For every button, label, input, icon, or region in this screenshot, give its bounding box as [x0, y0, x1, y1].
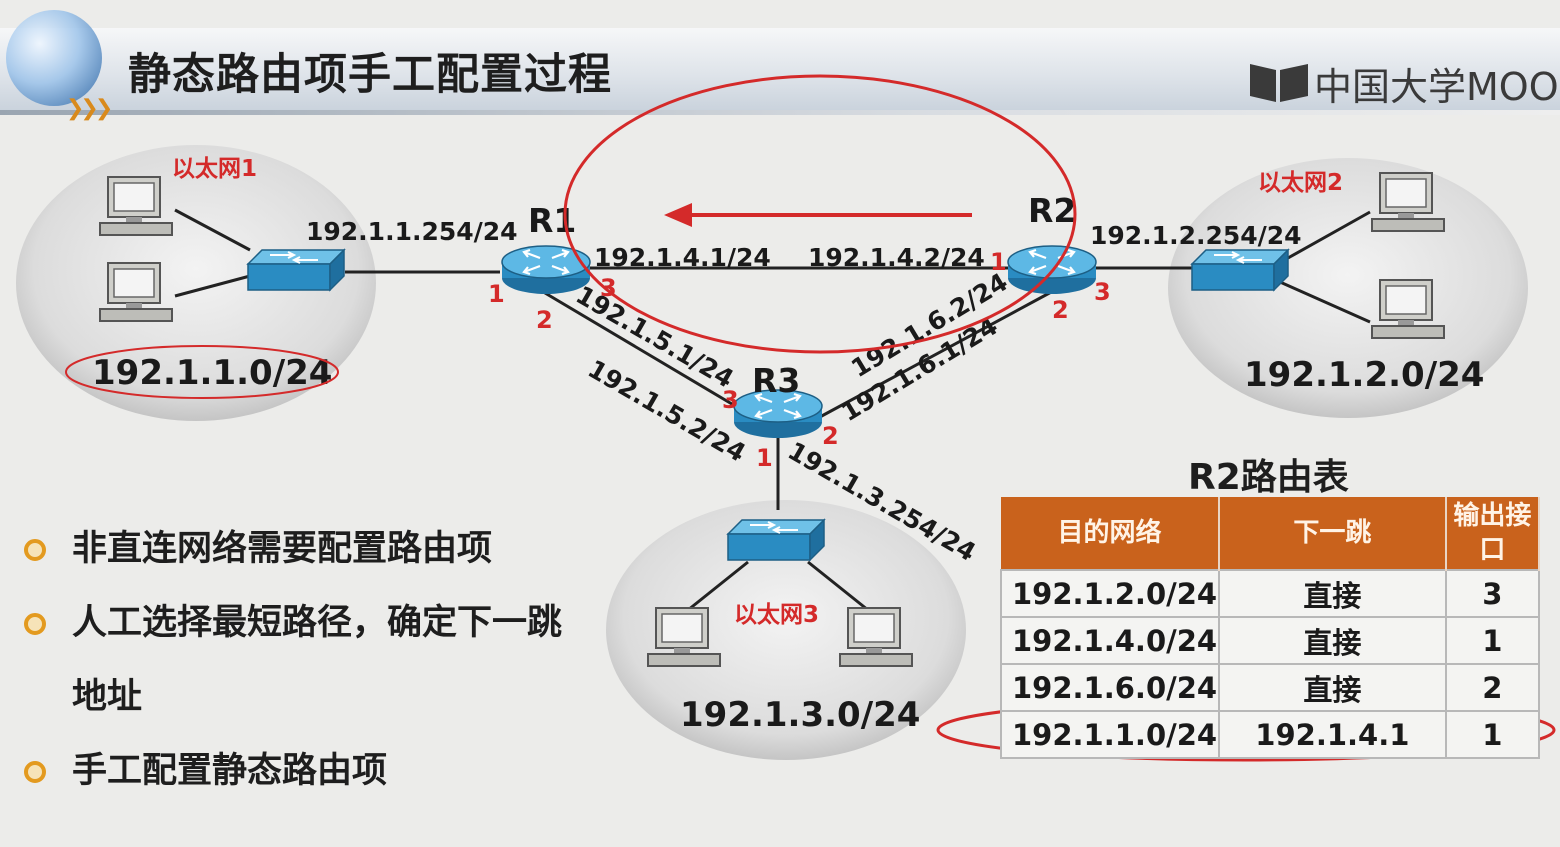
bullet-item: 非直连网络需要配置路由项 [22, 512, 662, 586]
bullet-list: 非直连网络需要配置路由项 人工选择最短路径，确定下一跳 地址 手工配置静态路由项 [22, 512, 662, 808]
network-cloud-3 [606, 500, 966, 760]
table-row: 192.1.6.0/24 直接 2 [999, 663, 1541, 712]
mooc-brand: 中国大学MOOC [1250, 56, 1560, 104]
bullet-item: 手工配置静态路由项 [22, 734, 662, 808]
header-destination: 目的网络 [1001, 497, 1221, 570]
port-r3-down: 1 [756, 444, 773, 472]
bullet-item: 人工选择最短路径，确定下一跳 [22, 586, 662, 660]
ip-r1-net1: 192.1.1.254/24 [306, 217, 518, 246]
routing-table-title: R2路由表 [1188, 457, 1349, 498]
ip-r2-net2: 192.1.2.254/24 [1090, 221, 1302, 250]
header-interface: 输出接口 [1445, 497, 1541, 570]
bullet-text: 人工选择最短路径，确定下一跳 [72, 603, 563, 643]
bullet-dot-icon [24, 761, 46, 783]
cell-next-hop: 直接 [1218, 663, 1447, 712]
cell-destination: 192.1.6.0/24 [999, 663, 1221, 712]
port-r2-left: 1 [990, 248, 1007, 276]
table-row: 192.1.2.0/24 直接 3 [999, 569, 1541, 618]
port-r2-down: 2 [1052, 296, 1069, 324]
net2-label: 以太网2 [1258, 170, 1343, 196]
cell-destination: 192.1.2.0/24 [999, 569, 1221, 618]
slide-title: 静态路由项手工配置过程 [128, 50, 612, 100]
ip-r2-r1: 192.1.4.2/24 [808, 243, 985, 272]
header-divider [0, 110, 1560, 115]
net1-address: 192.1.1.0/24 [92, 353, 332, 393]
cell-destination: 192.1.1.0/24 [999, 710, 1221, 759]
net3-label: 以太网3 [734, 602, 819, 628]
cell-interface: 3 [1444, 569, 1541, 618]
switch-icon [247, 249, 345, 291]
port-r2-right: 3 [1094, 278, 1111, 306]
port-r1-down: 2 [536, 306, 553, 334]
globe-icon [6, 10, 102, 106]
router-r3-label: R3 [752, 361, 800, 400]
switch-icon [1191, 249, 1289, 291]
cell-interface: 2 [1444, 663, 1541, 712]
table-row: 192.1.4.0/24 直接 1 [999, 616, 1541, 665]
path-annotation-arrow [664, 203, 972, 227]
highlight-circle-link [563, 74, 1077, 354]
cell-next-hop: 直接 [1218, 569, 1447, 618]
ip-r1-r2: 192.1.4.1/24 [594, 243, 771, 272]
cell-destination: 192.1.4.0/24 [999, 616, 1221, 665]
cell-interface: 1 [1444, 710, 1541, 759]
chevron-decoration-icon: ❯❯❯ [66, 96, 113, 121]
port-r3-left: 3 [722, 386, 739, 414]
table-header-row: 目的网络 下一跳 输出接口 [1001, 497, 1541, 570]
table-row: 192.1.1.0/24 192.1.4.1 1 [999, 710, 1541, 759]
bullet-dot-icon [24, 539, 46, 561]
network-links [174, 208, 1371, 612]
switch-icon [727, 519, 825, 561]
bullet-item-continuation: 地址 [22, 660, 662, 734]
mooc-logo-icon [1250, 64, 1308, 102]
cell-next-hop: 直接 [1218, 616, 1447, 665]
cell-interface: 1 [1444, 616, 1541, 665]
bullet-text: 地址 [72, 677, 143, 717]
net2-address: 192.1.2.0/24 [1244, 355, 1484, 395]
bullet-dot-icon [24, 613, 46, 635]
header-next-hop: 下一跳 [1219, 497, 1447, 570]
routing-table: 目的网络 下一跳 输出接口 192.1.2.0/24 直接 3 192.1.4.… [999, 497, 1541, 759]
bullet-text: 手工配置静态路由项 [72, 751, 388, 791]
port-r1-left: 1 [488, 280, 505, 308]
router-r2-label: R2 [1028, 191, 1076, 230]
net3-address: 192.1.3.0/24 [680, 695, 920, 735]
brand-text: 中国大学MOOC [1314, 65, 1560, 104]
net1-label: 以太网1 [172, 156, 257, 182]
port-r3-right: 2 [822, 422, 839, 450]
bullet-text: 非直连网络需要配置路由项 [72, 529, 493, 569]
highlight-circle-net1 [65, 345, 339, 399]
cell-next-hop: 192.1.4.1 [1218, 710, 1447, 759]
